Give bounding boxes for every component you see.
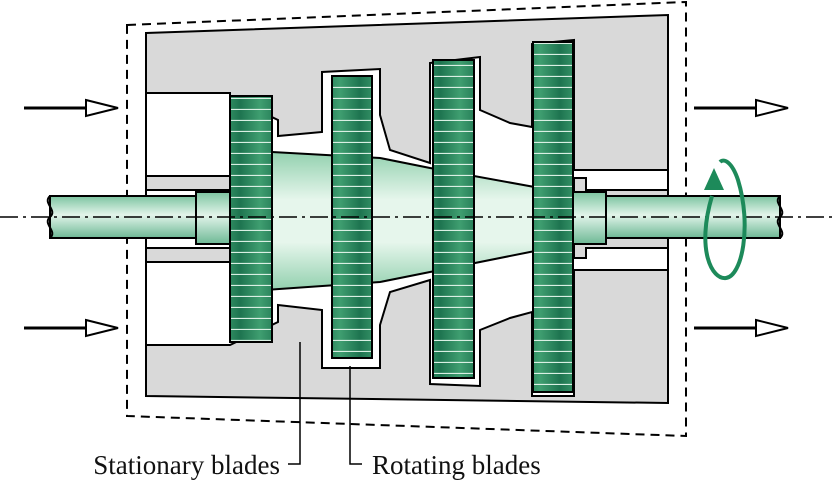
inlet-strut-bottom — [145, 247, 233, 263]
rotating-leader — [349, 366, 362, 465]
right-arrow-icon — [24, 98, 119, 118]
control-volume-boundary — [126, 0, 687, 438]
stationary-blades-label: Stationary blades — [93, 450, 280, 480]
shaft-end-left — [46, 195, 54, 239]
rotating-blades-label: Rotating blades — [372, 450, 541, 480]
right-arrow-icon — [24, 318, 119, 338]
rotation-arrow-icon — [703, 158, 747, 281]
blade-stage-1 — [229, 95, 273, 343]
inlet-strut-top — [145, 175, 233, 191]
stationary-leader — [288, 342, 301, 465]
right-arrow-icon — [694, 318, 789, 338]
blade-stage-3 — [432, 59, 475, 379]
right-arrow-icon — [694, 98, 789, 118]
hub-right — [571, 191, 607, 245]
